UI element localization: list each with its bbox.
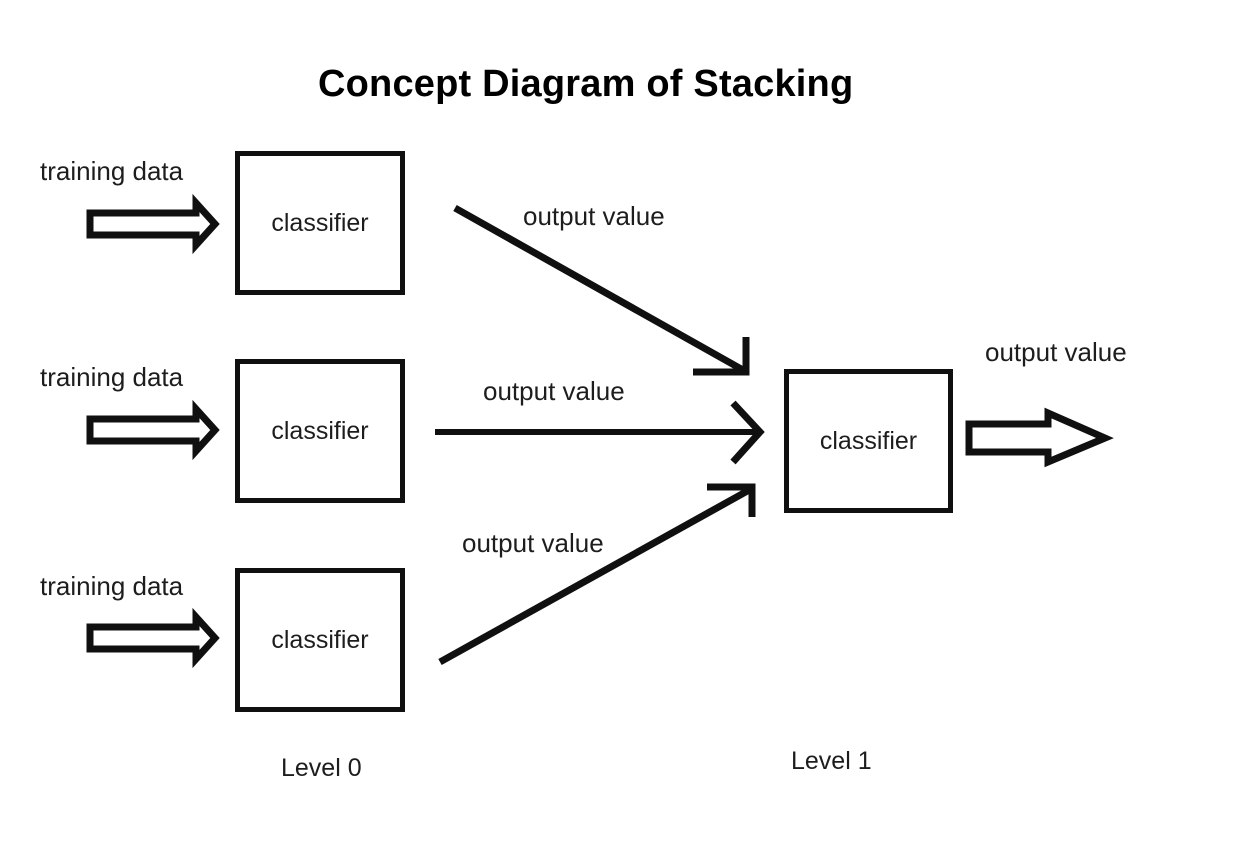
block-arrow-right-icon-row2 bbox=[86, 399, 220, 461]
training-data-label-row2: training data bbox=[40, 362, 184, 392]
classifier-box-label-level1: classifier bbox=[819, 426, 918, 455]
page-title: Concept Diagram of Stacking bbox=[318, 63, 854, 105]
classifier-box-label-row1: classifier bbox=[271, 208, 369, 237]
classifier-box-label-row2: classifier bbox=[271, 416, 369, 445]
training-data-label-row1: training data bbox=[40, 156, 184, 186]
classifier-box-row3[interactable]: classifier bbox=[235, 568, 405, 712]
block-arrow-right-icon-row1 bbox=[86, 193, 220, 255]
level-1-caption: Level 1 bbox=[791, 747, 872, 775]
level-0-caption: Level 0 bbox=[281, 754, 362, 782]
line-arrow-icon-row2-to-level1 bbox=[435, 400, 765, 465]
block-arrow-right-icon-row3 bbox=[86, 607, 220, 669]
classifier-box-label-row3: classifier bbox=[271, 625, 369, 654]
block-arrow-right-icon-output bbox=[965, 407, 1114, 468]
line-arrow-icon-row1-to-level1 bbox=[453, 204, 750, 376]
line-arrow-icon-row3-to-level1 bbox=[438, 483, 756, 666]
output-value-label-row3: output value bbox=[462, 528, 604, 558]
output-value-label-row1: output value bbox=[523, 201, 665, 231]
output-value-label-level1: output value bbox=[985, 337, 1127, 367]
classifier-box-row1[interactable]: classifier bbox=[235, 151, 405, 295]
output-value-label-row2: output value bbox=[483, 376, 625, 406]
classifier-box-level1[interactable]: classifier bbox=[784, 369, 953, 513]
classifier-box-row2[interactable]: classifier bbox=[235, 359, 405, 503]
training-data-label-row3: training data bbox=[40, 571, 184, 601]
